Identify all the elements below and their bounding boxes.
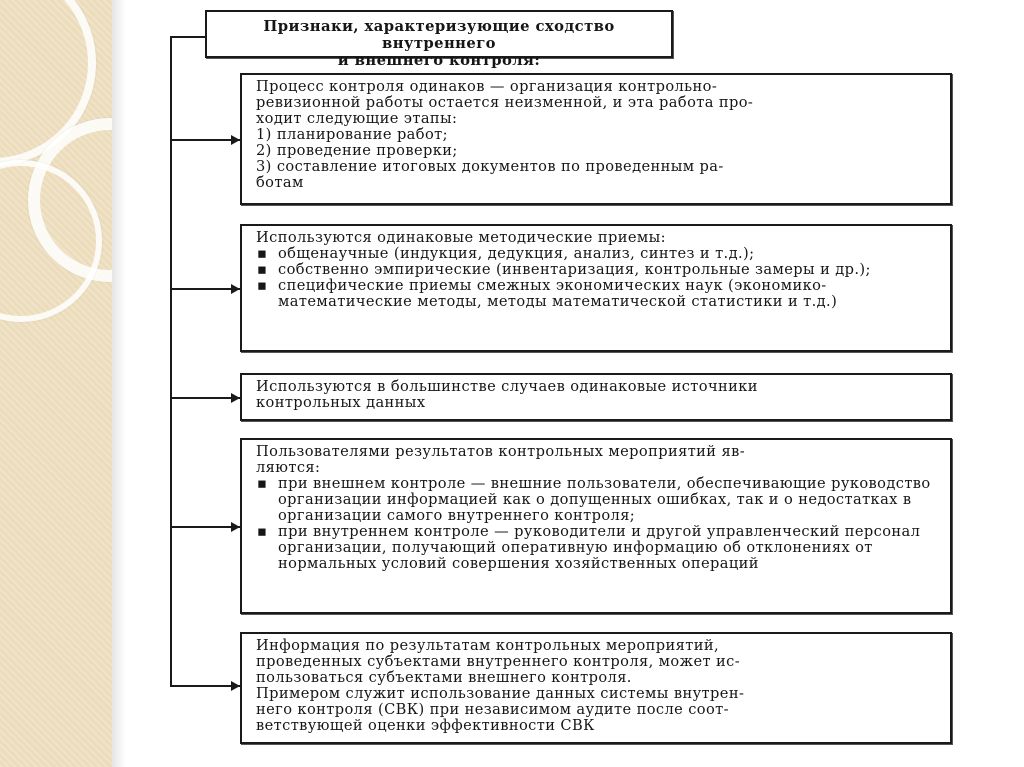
text-line: 2) проведение проверки; [256, 143, 942, 159]
arrow-2-icon [231, 284, 240, 294]
methods-list: общенаучные (индукция, дедукция, анализ,… [256, 246, 942, 310]
text-line: ходит следующие этапы: [256, 111, 942, 127]
decorative-side-panel [0, 0, 112, 767]
text-line: 1) планирование работ; [256, 127, 942, 143]
text-line: контрольных данных [256, 395, 942, 411]
list-item: при внутреннем контроле — руководители и… [256, 524, 942, 572]
list-item: собственно эмпирические (инвентаризация,… [256, 262, 942, 278]
title-line: Признаки, характеризующие сходство внутр… [215, 18, 663, 52]
text-line: 3) составление итоговых документов по пр… [256, 159, 942, 175]
text-line: Информация по результатам контрольных ме… [256, 638, 942, 654]
list-item: специфические приемы смежных экономическ… [256, 278, 942, 310]
title-line: и внешнего контроля: [215, 52, 663, 69]
branch-line-3 [170, 397, 240, 399]
text-line: ревизионной работы остается неизменной, … [256, 95, 942, 111]
list-item: общенаучные (индукция, дедукция, анализ,… [256, 246, 942, 262]
connector-line [170, 36, 172, 686]
users-list: при внешнем контроле — внешние пользоват… [256, 476, 942, 572]
box-intro: Используются одинаковые методические при… [256, 230, 942, 246]
arrow-4-icon [231, 522, 240, 532]
box-users: Пользователями результатов контрольных м… [240, 438, 952, 614]
arrow-5-icon [231, 681, 240, 691]
text-line: пользоваться субъектами внешнего контрол… [256, 670, 942, 686]
text-line: него контроля (СВК) при независимом ауди… [256, 702, 942, 718]
diagram-title: Признаки, характеризующие сходство внутр… [205, 10, 673, 58]
branch-line-2 [170, 288, 240, 290]
box-intro: ляются: [256, 460, 942, 476]
list-item: при внешнем контроле — внешние пользоват… [256, 476, 942, 524]
branch-line-1 [170, 139, 240, 141]
box-information-use: Информация по результатам контрольных ме… [240, 632, 952, 744]
branch-line-title [170, 36, 205, 38]
arrow-1-icon [231, 135, 240, 145]
text-line: Используются в большинстве случаев одина… [256, 379, 942, 395]
arrow-3-icon [231, 393, 240, 403]
box-intro: Пользователями результатов контрольных м… [256, 444, 942, 460]
box-data-sources: Используются в большинстве случаев одина… [240, 373, 952, 421]
branch-line-4 [170, 526, 240, 528]
panel-shadow [112, 0, 126, 767]
box-methods: Используются одинаковые методические при… [240, 224, 952, 352]
text-line: Примером служит использование данных сис… [256, 686, 942, 702]
text-line: ветствующей оценки эффективности СВК [256, 718, 942, 734]
branch-line-5 [170, 685, 240, 687]
text-line: ботам [256, 175, 942, 191]
text-line: проведенных субъектами внутреннего контр… [256, 654, 942, 670]
text-line: Процесс контроля одинаков — организация … [256, 79, 942, 95]
box-control-process: Процесс контроля одинаков — организация … [240, 73, 952, 205]
